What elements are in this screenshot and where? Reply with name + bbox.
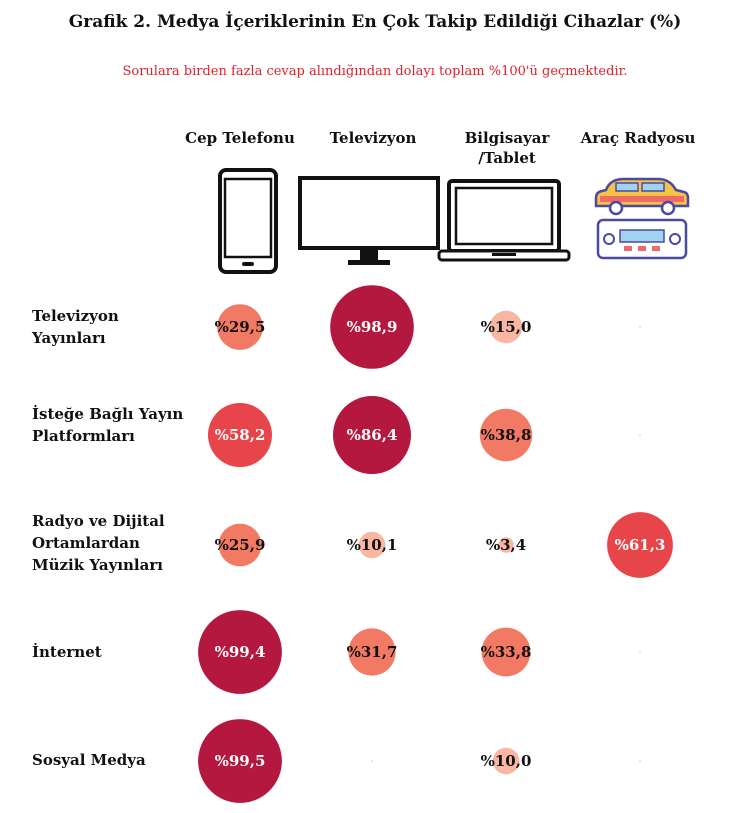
bubble-value-label: %31,7 [347, 643, 398, 661]
bubble [498, 537, 514, 553]
bubble [208, 403, 272, 467]
row-label-internet: İnternet [32, 643, 102, 661]
empty-marker [639, 651, 641, 653]
bubble [492, 747, 520, 775]
bubble [489, 310, 523, 344]
bubble-value-label: %58,2 [215, 426, 266, 444]
car-radio-icon [594, 177, 690, 260]
laptop-icon [437, 179, 571, 262]
column-header-computer: Bilgisayar /Tablet [464, 129, 550, 167]
chart-title: Grafik 2. Medya İçeriklerinin En Çok Tak… [68, 12, 682, 32]
bubble-value-label: %86,4 [347, 426, 398, 444]
bubble [358, 531, 386, 559]
bubble [218, 523, 262, 567]
chart-subtitle: Sorulara birden fazla cevap alındığından… [122, 64, 628, 79]
row-label-tv-broadcasts: Televizyon Yayınları [32, 307, 119, 347]
bubble [198, 610, 282, 694]
row-label-social-media: Sosyal Medya [32, 751, 146, 769]
tv-icon [298, 176, 440, 265]
bubble-value-label: %61,3 [615, 536, 666, 554]
column-header-phone: Cep Telefonu [185, 129, 295, 147]
bubble [479, 408, 533, 462]
empty-marker [639, 760, 641, 762]
row-label-on-demand: İsteğe Bağlı Yayın Platformları [32, 405, 184, 445]
bubble-value-label: %98,9 [347, 318, 398, 336]
bubble-value-label: %99,5 [215, 752, 266, 770]
bubble [607, 512, 673, 578]
bubble [217, 304, 263, 350]
bubble-value-label: %10,1 [347, 536, 398, 554]
column-header-car-radio: Araç Radyosu [580, 129, 696, 147]
bubble [333, 396, 411, 474]
bubble-value-label: %29,5 [215, 318, 266, 336]
row-label-music: Radyo ve Dijital Ortamlardan Müzik Yayın… [32, 512, 165, 574]
bubble [348, 628, 396, 676]
phone-icon [218, 168, 278, 274]
bubble-value-label: %33,8 [481, 643, 532, 661]
empty-marker [371, 760, 373, 762]
bubble-value-label: %15,0 [481, 318, 532, 336]
bubble [481, 627, 531, 677]
bubble-value-label: %10,0 [481, 752, 532, 770]
empty-marker [639, 326, 641, 328]
column-header-tv: Televizyon [329, 129, 417, 147]
bubble [330, 285, 414, 369]
bubble-value-label: %25,9 [215, 536, 266, 554]
bubble [198, 719, 282, 803]
bubble-value-label: %3,4 [486, 536, 526, 554]
empty-marker [639, 434, 641, 436]
bubble-value-label: %38,8 [481, 426, 532, 444]
bubble-value-label: %99,4 [215, 643, 266, 661]
